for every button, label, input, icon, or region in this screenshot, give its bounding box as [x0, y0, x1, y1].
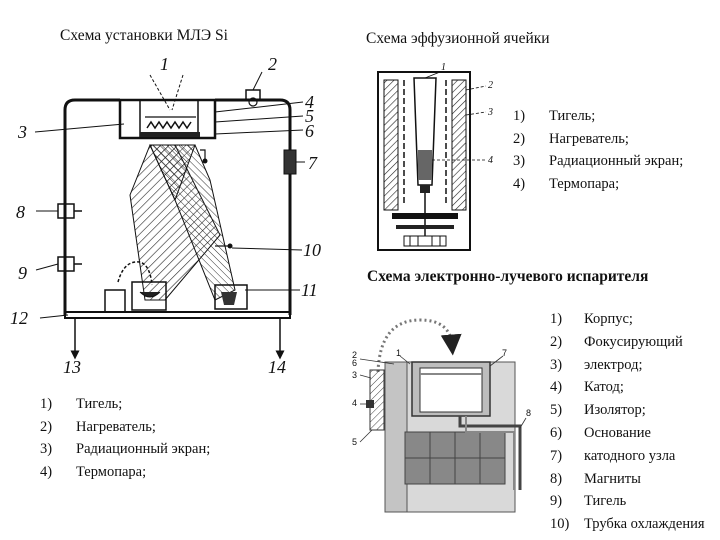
list-item: 1)Тигель; [513, 108, 596, 124]
list-item: 2)Нагреватель; [513, 130, 629, 147]
list-item: 2)Нагреватель; [40, 418, 156, 435]
ebeam-gun [104, 289, 126, 313]
beam-overlap [149, 144, 196, 202]
list-item: 1)Тигель; [40, 396, 123, 412]
mbe-title: Схема установки МЛЭ Si [60, 27, 228, 44]
list-item: 3)Радиационный экран; [40, 441, 211, 457]
mbe-callout-11: 11 [301, 280, 318, 300]
effusion-legend-list: 1)Тигель; 2)Нагреватель; 3)Радиационный … [513, 105, 683, 195]
mbe-callout-1: 1 [160, 54, 169, 74]
mbe-callout-9: 9 [18, 263, 27, 283]
list-item: 9)Тигель [550, 493, 627, 510]
ebeam-title: Схема электронно-лучевого испарителя [367, 268, 649, 285]
substrate-holder-box [118, 98, 217, 140]
substrate [140, 132, 200, 137]
mbe-legend-list: 1)Тигель; 2)Нагреватель; 3)Радиационный … [40, 393, 210, 483]
chamber-wall [63, 98, 120, 315]
chamber-wall-right [215, 98, 292, 315]
list-item: 4)Катод; [550, 379, 624, 396]
mbe-callout-10: 10 [303, 240, 321, 260]
mbe-callout-7: 7 [308, 153, 318, 173]
list-item: 4)Термопара; [513, 175, 620, 192]
mbe-callout-6: 6 [305, 121, 314, 141]
list-item: 4)Термопара; [40, 463, 147, 480]
mbe-callout-5: 5 [305, 106, 314, 126]
mbe-callout-8: 8 [16, 202, 25, 222]
list-item: 10)Трубка охлаждения [550, 516, 705, 533]
list-item: 8)Магниты [550, 470, 641, 487]
gauge [283, 149, 297, 175]
mbe-callout-3: 3 [17, 122, 27, 142]
list-item: 7)катодного узла [550, 447, 676, 464]
ebeam-legend-list: 1)Корпус; 2)Фокусирующий 3)электрод; 4)К… [550, 308, 705, 536]
effusion-title: Схема эффузионной ячейки [366, 30, 550, 47]
mbe-callout-4: 4 [305, 92, 314, 112]
list-item: 6)Основание [550, 424, 651, 441]
mbe-callout-2: 2 [268, 54, 277, 74]
list-item: 3)электрод; [550, 356, 643, 373]
effusion-cell [214, 284, 248, 310]
list-item: 1)Корпус; [550, 311, 633, 327]
mbe-callout-12: 12 [10, 308, 28, 328]
heater-coil [146, 120, 192, 130]
list-item: 2)Фокусирующий [550, 333, 683, 350]
list-item: 3)Радиационный экран; [513, 153, 684, 169]
base-plate [64, 311, 291, 319]
mbe-callout-13: 13 [63, 357, 81, 377]
list-item: 5)Изолятор; [550, 402, 646, 419]
mbe-callout-14: 14 [268, 357, 286, 377]
